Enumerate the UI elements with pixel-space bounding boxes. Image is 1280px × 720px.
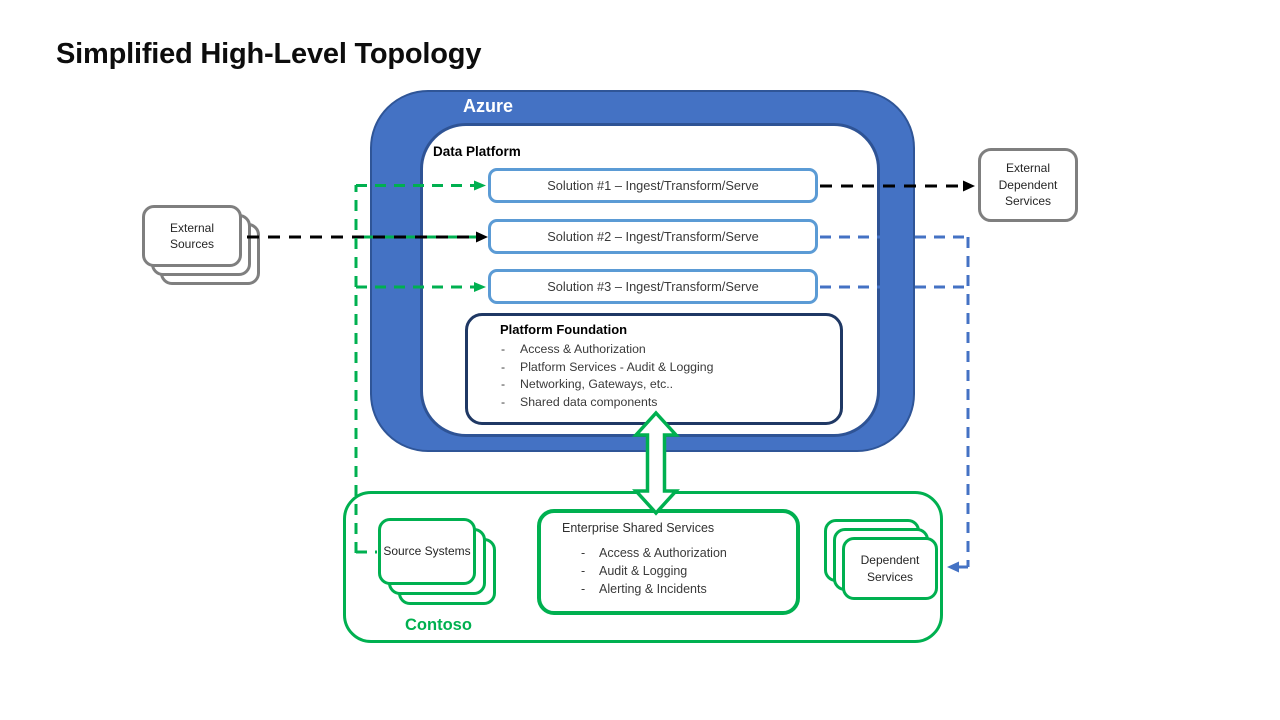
bullet-item: -Access & Authorization — [468, 341, 840, 359]
enterprise-shared-services-bullets: -Access & Authorization -Audit & Logging… — [541, 544, 796, 598]
bullet-item: -Access & Authorization — [541, 544, 796, 562]
solution-3-box: Solution #3 – Ingest/Transform/Serve — [488, 269, 818, 304]
bullet-item: -Networking, Gateways, etc.. — [468, 376, 840, 394]
enterprise-shared-services-box: Enterprise Shared Services -Access & Aut… — [537, 509, 800, 615]
contoso-label: Contoso — [405, 616, 472, 634]
page-title: Simplified High-Level Topology — [56, 38, 482, 70]
dependent-services-box: Dependent Services — [842, 537, 938, 600]
bullet-dash: - — [501, 394, 506, 409]
bullet-dash: - — [581, 564, 586, 578]
bullet-dash: - — [501, 342, 506, 356]
bullet-item: -Platform Services - Audit & Logging — [468, 359, 840, 377]
bullet-item: -Alerting & Incidents — [541, 580, 796, 598]
external-sources-label: External Sources — [169, 220, 215, 252]
dependent-services-label: Dependent Services — [860, 553, 920, 584]
data-platform-label: Data Platform — [433, 144, 521, 159]
azure-label: Azure — [463, 96, 514, 116]
platform-foundation-bullets: -Access & Authorization -Platform Servic… — [468, 341, 840, 411]
bullet-dash: - — [501, 377, 506, 391]
bullet-dash: - — [501, 359, 506, 374]
external-dependent-services-box: External Dependent Services — [978, 148, 1078, 222]
bullet-item: -Shared data components — [468, 394, 840, 412]
source-systems-label: Source Systems — [383, 544, 471, 559]
platform-foundation-title: Platform Foundation — [500, 322, 628, 337]
solution-1-box: Solution #1 – Ingest/Transform/Serve — [488, 168, 818, 203]
platform-foundation-box: Platform Foundation -Access & Authorizat… — [465, 313, 843, 425]
external-sources-box: External Sources — [142, 205, 242, 267]
enterprise-shared-services-title: Enterprise Shared Services — [562, 521, 715, 535]
bullet-dash: - — [581, 582, 586, 596]
bullet-item: -Audit & Logging — [541, 562, 796, 580]
source-systems-box: Source Systems — [378, 518, 476, 585]
bullet-dash: - — [581, 546, 586, 560]
solution-2-box: Solution #2 – Ingest/Transform/Serve — [488, 219, 818, 254]
